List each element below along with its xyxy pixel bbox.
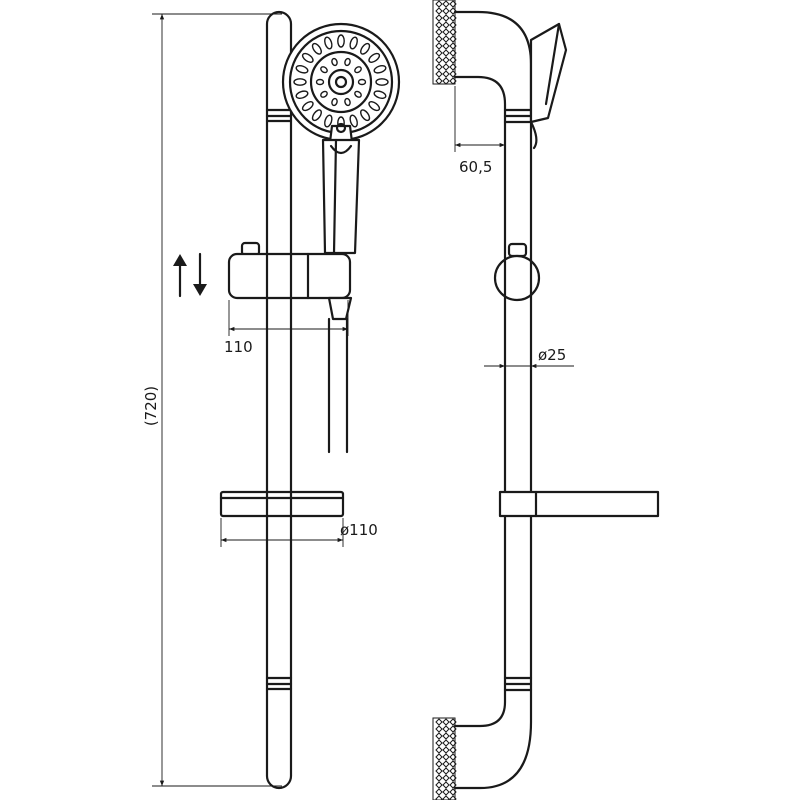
- slide-holder: [227, 241, 353, 321]
- side-hand-shower: [529, 22, 568, 150]
- holder-offset-dimension: 110: [224, 300, 349, 356]
- front-view: (720): [142, 10, 401, 790]
- total-height-label: (720): [142, 386, 160, 426]
- slide-direction-arrows: [173, 252, 207, 298]
- wall-offset-label: 60,5: [459, 158, 492, 176]
- side-rail: [453, 10, 533, 790]
- wall-offset-dimension: 60,5: [454, 86, 506, 176]
- hand-shower-handle: [321, 138, 361, 255]
- hand-shower-head: [281, 22, 401, 144]
- holder-offset-label: 110: [224, 338, 253, 356]
- front-rail: [265, 10, 293, 790]
- soap-dish-diameter-label: ø110: [340, 521, 378, 539]
- side-soap-dish: [498, 490, 660, 518]
- soap-dish-dimension: ø110: [220, 518, 378, 547]
- total-height-dimension: (720): [142, 13, 282, 787]
- wall-hatch-top: [432, 0, 457, 85]
- side-view: 60,5 ø25: [432, 0, 660, 800]
- rail-diameter-dimension: ø25: [484, 346, 574, 369]
- rail-diameter-label: ø25: [538, 346, 566, 364]
- soap-dish: [219, 490, 345, 518]
- side-slide-holder: [493, 242, 541, 302]
- wall-hatch-bottom: [432, 717, 457, 800]
- shower-hose: [327, 317, 349, 454]
